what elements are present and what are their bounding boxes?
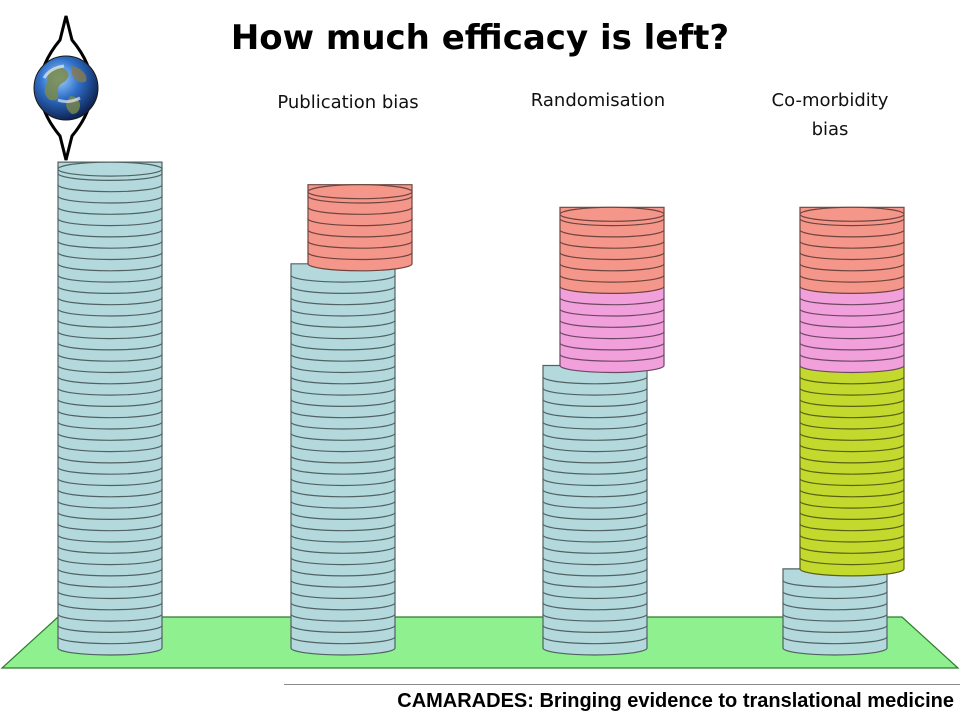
efficacy-disc-top	[57, 161, 163, 177]
publication_bias-disc-top	[307, 184, 413, 200]
footer-rule	[284, 684, 960, 685]
column-label-randomisation: Randomisation	[530, 90, 666, 111]
column-label-line: Co-morbidity	[771, 90, 889, 111]
disc-stack-column-4	[782, 206, 905, 656]
column-label-comorbidity-bias: Co-morbidity bias	[740, 86, 920, 144]
column-label-line: bias	[811, 119, 849, 140]
column-label-publication-bias: Publication bias	[277, 92, 419, 113]
earth-globe-icon	[33, 15, 99, 161]
publication_bias-disc-top	[559, 206, 665, 222]
slide-title: How much efficacy is left?	[230, 18, 730, 58]
disc-stack-column-3	[542, 206, 665, 656]
disc-stack-column-2	[290, 184, 413, 656]
publication_bias-disc-top	[799, 206, 905, 222]
disc-stack-column-1	[57, 161, 163, 656]
footer-tagline: CAMARADES: Bringing evidence to translat…	[397, 690, 954, 712]
footer-fade	[0, 686, 284, 720]
